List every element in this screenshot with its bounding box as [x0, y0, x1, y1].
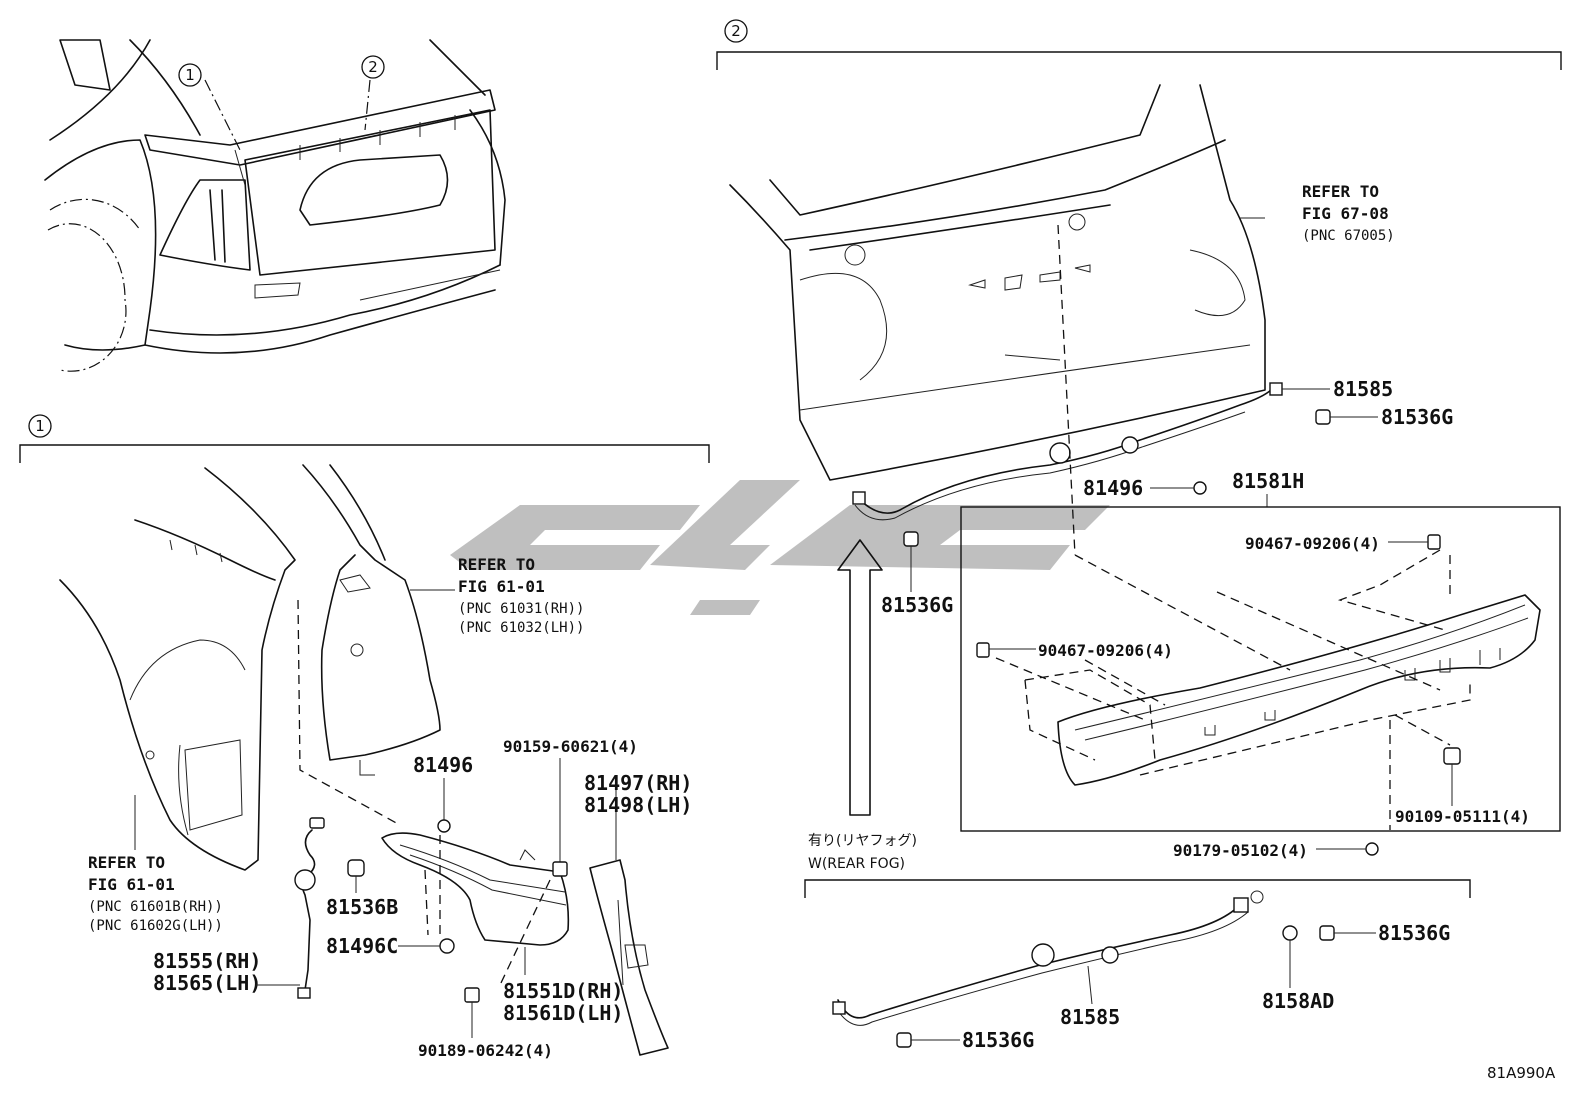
callout-2-top: 2 — [361, 55, 385, 79]
part-90179-label: 90179-05102(4) — [1173, 841, 1308, 860]
part-81496C-label: 81496C — [326, 934, 398, 958]
part-90109-label: 90109-05111(4) — [1395, 807, 1530, 826]
part-81536G-mid: 81536G — [881, 531, 953, 617]
condition-en: W(REAR FOG) — [808, 856, 905, 872]
part-81536G-low-label: 81536G — [962, 1028, 1034, 1052]
vehicle-overview — [44, 39, 506, 372]
callout-2-text: 2 — [368, 58, 378, 76]
part-81536B: 81536B — [326, 859, 398, 919]
part-81536G-low-right-label: 81536G — [1378, 921, 1450, 945]
section-2-callout: 2 — [731, 22, 741, 40]
sub-assembly-frame — [960, 506, 1561, 832]
part-90467-a-label: 90467-09206(4) — [1245, 534, 1380, 553]
quarter-ref-line2: FIG 61-01 — [458, 577, 545, 596]
body-ref-pnc1: (PNC 61601B(RH)) — [88, 899, 223, 915]
quarter-inner-panel — [302, 464, 455, 776]
part-8158AD-label: 8158AD — [1262, 989, 1334, 1013]
tailgate-ref-pnc: (PNC 67005) — [1302, 228, 1395, 244]
part-8158AD: 8158AD — [1262, 925, 1334, 1013]
part-81498-label: 81498(LH) — [584, 793, 692, 817]
part-81585-low: 81585 — [1060, 965, 1120, 1029]
rear-fog-arrow — [837, 539, 883, 816]
tailgate-panel — [729, 84, 1266, 481]
part-81536B-label: 81536B — [326, 895, 398, 919]
quarter-reference: REFER TO FIG 61-01 (PNC 61031(RH)) (PNC … — [458, 555, 584, 636]
tail-lamp — [381, 832, 570, 946]
body-ref-line1: REFER TO — [88, 853, 165, 872]
part-81565-label: 81565(LH) — [153, 971, 261, 995]
part-90179: 90179-05102(4) — [1173, 841, 1379, 860]
quarter-body-panel — [59, 467, 296, 871]
section-2-header: 2 — [716, 19, 1562, 70]
quarter-ref-pnc2: (PNC 61032(LH)) — [458, 620, 584, 636]
part-81536G-low: 81536G — [896, 1028, 1034, 1052]
part-81581H-header: 81581H — [1232, 469, 1304, 507]
part-81536G-low-right: 81536G — [1319, 921, 1450, 945]
wire-harness-upper — [852, 382, 1283, 521]
tailgate-reference: REFER TO FIG 67-08 (PNC 67005) — [1302, 182, 1395, 244]
part-81536G-top-label: 81536G — [1381, 405, 1453, 429]
part-81585-top-label: 81585 — [1333, 377, 1393, 401]
rear-fog-condition: 有り(リヤフォグ) W(REAR FOG) — [808, 833, 917, 872]
part-81555-label: 81555(RH) — [153, 949, 261, 973]
centerline-dashed — [1057, 224, 1076, 556]
lamp-socket-wire — [294, 817, 325, 999]
body-ref-line2: FIG 61-01 — [88, 875, 175, 894]
part-90467-b-label: 90467-09206(4) — [1038, 641, 1173, 660]
section-1-header: 1 — [19, 414, 710, 463]
part-90467-b: 90467-09206(4) — [976, 641, 1173, 660]
part-81496-left-label: 81496 — [413, 753, 473, 777]
body-ref-pnc2: (PNC 61602G(LH)) — [88, 918, 223, 934]
part-81551D-label: 81551D(RH) — [503, 979, 623, 1003]
watermark-logo — [450, 480, 1110, 615]
part-81497-label: 81497(RH) — [584, 771, 692, 795]
body-reference: REFER TO FIG 61-01 (PNC 61601B(RH)) (PNC… — [88, 853, 223, 934]
pillar-garnish — [589, 790, 669, 1056]
part-90189: 90189-06242(4) — [418, 987, 553, 1060]
garnish-bar — [1057, 594, 1541, 786]
part-90189-label: 90189-06242(4) — [418, 1041, 553, 1060]
tailgate-ref-line2: FIG 67-08 — [1302, 204, 1389, 223]
part-90159: 90159-60621(4) — [499, 737, 638, 986]
garnish-dashed-guides — [995, 549, 1471, 830]
part-90159-label: 90159-60621(4) — [503, 737, 638, 756]
part-81555-81565: 81555(RH) 81565(LH) — [153, 949, 300, 995]
part-81536G-mid-label: 81536G — [881, 593, 953, 617]
wire-harness-lower — [832, 890, 1264, 1026]
callout-1-text: 1 — [185, 66, 195, 84]
part-81585-top: 81585 — [1282, 377, 1393, 401]
lamp-guide-dashed — [297, 599, 401, 826]
part-81496C: 81496C — [326, 934, 455, 958]
part-90467-a: 90467-09206(4) — [1245, 534, 1441, 553]
figure-code: 81A990A — [1487, 1064, 1556, 1082]
part-81497-81498: 81497(RH) 81498(LH) — [584, 771, 692, 817]
condition-jp: 有り(リヤフォグ) — [808, 833, 917, 849]
tailgate-ref-line1: REFER TO — [1302, 182, 1379, 201]
part-81561D-label: 81561D(LH) — [503, 1001, 623, 1025]
part-81496-left: 81496 — [413, 753, 473, 936]
part-81496-right-label: 81496 — [1083, 476, 1143, 500]
part-81496-right: 81496 — [1083, 476, 1207, 500]
part-81585-low-label: 81585 — [1060, 1005, 1120, 1029]
section-1-callout: 1 — [35, 417, 45, 435]
quarter-ref-line1: REFER TO — [458, 555, 535, 574]
callout-1-top: 1 — [178, 63, 202, 87]
quarter-ref-pnc1: (PNC 61031(RH)) — [458, 601, 584, 617]
part-81551D-81561D: 81551D(RH) 81561D(LH) — [503, 947, 623, 1025]
rear-fog-frame — [804, 879, 1471, 898]
part-90109: 90109-05111(4) — [1395, 747, 1530, 826]
part-81581H-label: 81581H — [1232, 469, 1304, 493]
part-81536G-top: 81536G — [1315, 405, 1453, 429]
